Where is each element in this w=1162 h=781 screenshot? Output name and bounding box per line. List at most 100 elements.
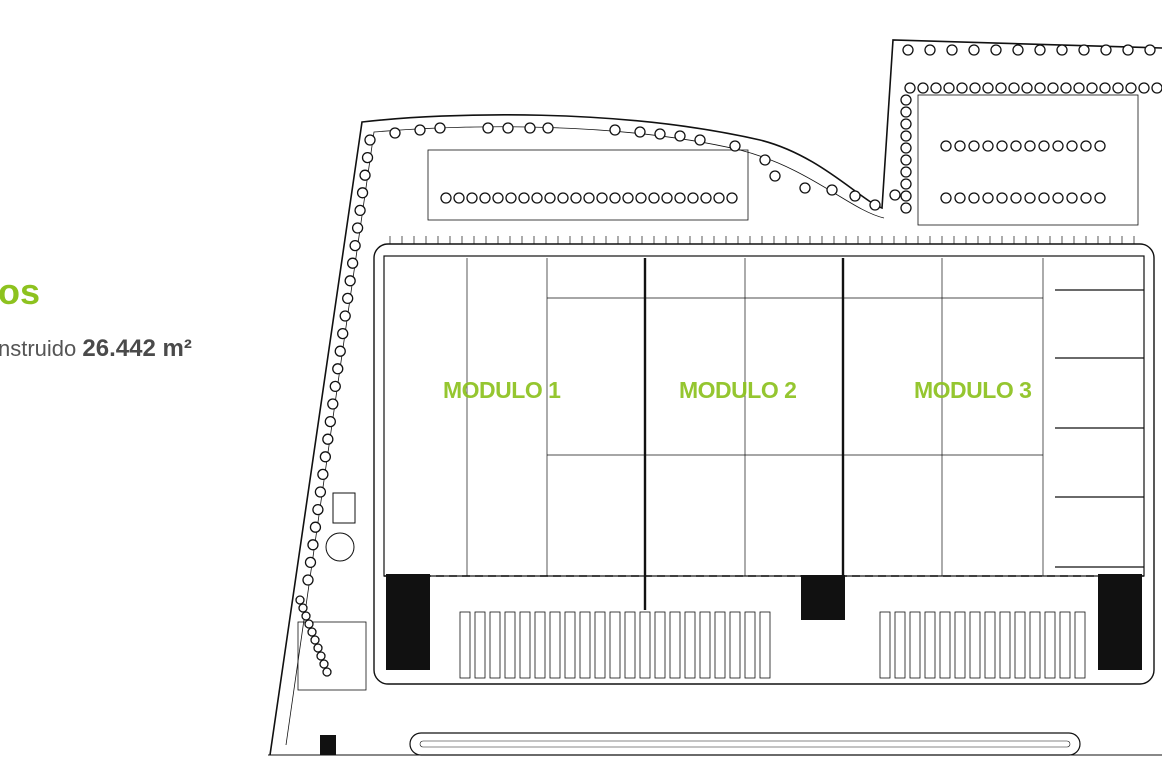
tree-icon [1144, 44, 1156, 56]
tree-icon [982, 192, 994, 204]
tree-icon [729, 140, 741, 152]
loading-dock [879, 611, 891, 679]
tree-icon [900, 142, 912, 154]
tree-icon [904, 82, 916, 94]
tree-icon [329, 380, 341, 393]
tree-icon [1066, 140, 1078, 152]
tree-icon [930, 82, 942, 94]
tree-icon [317, 468, 329, 481]
tree-icon [634, 126, 646, 138]
tree-icon [1034, 44, 1046, 56]
tree-icon [1012, 44, 1024, 56]
tree-icon [956, 82, 968, 94]
loading-dock [924, 611, 936, 679]
tree-icon [327, 398, 339, 410]
tree-icon [479, 192, 491, 204]
tree-icon [518, 192, 530, 204]
warehouse-outline [383, 255, 1145, 577]
parking-area-left [427, 149, 749, 221]
tree-icon [982, 82, 994, 94]
tree-icon [648, 192, 660, 204]
tank [332, 492, 356, 524]
tree-icon [889, 189, 901, 201]
loading-dock [894, 611, 906, 679]
loading-dock [744, 611, 756, 679]
built-area-value: 26.442 m² [82, 335, 192, 362]
tree-icon [759, 154, 771, 166]
tree-icon [1060, 82, 1072, 94]
tree-icon [1010, 192, 1022, 204]
tree-icon [505, 192, 517, 204]
tree-icon [1122, 44, 1134, 56]
tree-icon [309, 521, 322, 533]
tree-icon [917, 82, 929, 94]
tree-icon [301, 611, 311, 621]
tree-icon [295, 595, 305, 605]
tree-icon [1052, 192, 1064, 204]
bottom-road-inner [419, 740, 1071, 748]
loading-dock [504, 611, 516, 679]
tree-icon [609, 192, 621, 204]
tree-icon [900, 166, 912, 178]
loading-dock [594, 611, 606, 679]
tree-icon [900, 154, 912, 166]
tree-icon [940, 192, 952, 204]
site-inner-boundary [285, 126, 885, 746]
tree-icon [900, 94, 912, 106]
loading-dock [534, 611, 546, 679]
tree-icon [694, 134, 706, 146]
tree-icon [313, 643, 323, 653]
tree-icon [324, 415, 336, 428]
office-block-2 [801, 575, 845, 620]
tree-icon [502, 122, 514, 134]
loading-dock [1074, 611, 1086, 679]
tree-icon [339, 310, 351, 322]
tree-icon [1038, 192, 1050, 204]
tree-icon [1112, 82, 1124, 94]
tree-icon [849, 190, 861, 202]
section-heading: os [0, 271, 41, 312]
tree-icon [354, 204, 366, 217]
loading-dock [564, 611, 576, 679]
loading-dock [1059, 611, 1071, 679]
tree-icon [351, 222, 364, 234]
tree-icon [674, 130, 686, 142]
loading-dock [1029, 611, 1041, 679]
tree-icon [544, 192, 556, 204]
tree-icon [1047, 82, 1059, 94]
loading-dock [939, 611, 951, 679]
tree-icon [900, 202, 912, 214]
built-area: nstruido 26.442 m² [0, 334, 192, 364]
tree-icon [713, 192, 725, 204]
tree-icon [674, 192, 686, 204]
loading-dock [999, 611, 1011, 679]
loading-dock [579, 611, 591, 679]
tree-icon [557, 192, 569, 204]
loading-dock [639, 611, 651, 679]
tree-icon [542, 122, 554, 134]
tree-icon [492, 192, 504, 204]
parking-area-right [917, 94, 1139, 226]
tree-icon [1038, 140, 1050, 152]
tree-icon [316, 651, 326, 661]
tree-icon [687, 192, 699, 204]
tree-icon [434, 122, 446, 134]
tree-icon [1099, 82, 1111, 94]
tree-icon [726, 192, 738, 204]
tree-icon [531, 192, 543, 204]
tree-icon [583, 192, 595, 204]
tree-icon [440, 192, 452, 204]
tree-icon [769, 170, 781, 182]
loading-dock [489, 611, 501, 679]
loading-dock [954, 611, 966, 679]
tree-icon [996, 140, 1008, 152]
loading-dock [969, 611, 981, 679]
tree-icon [298, 603, 308, 613]
loading-dock [714, 611, 726, 679]
tree-icon [359, 169, 371, 181]
tree-icon [661, 192, 673, 204]
loading-dock [459, 611, 471, 679]
loading-dock [909, 611, 921, 679]
loading-dock [1044, 611, 1056, 679]
tree-icon [364, 134, 376, 146]
